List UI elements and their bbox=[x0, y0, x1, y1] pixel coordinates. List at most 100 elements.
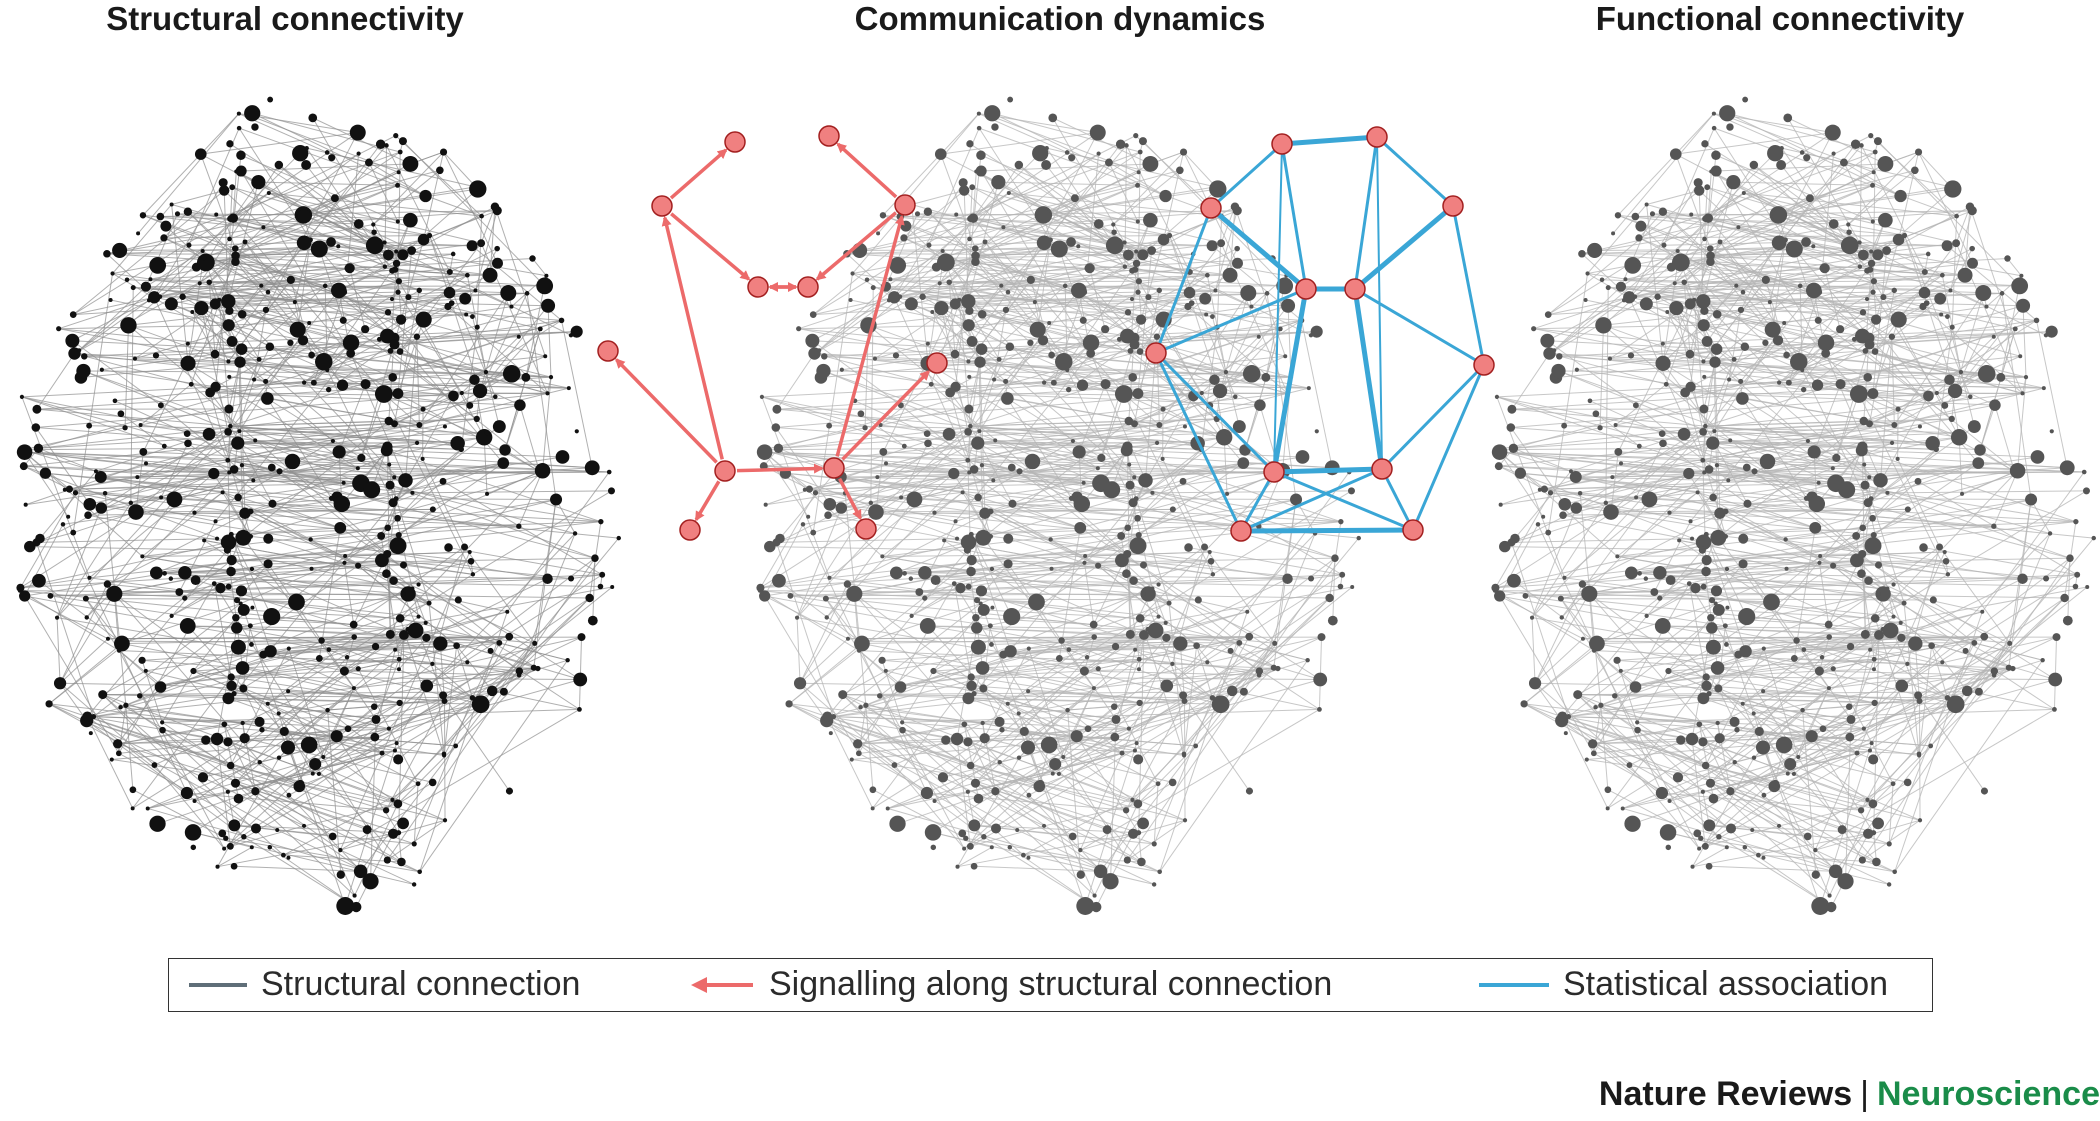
network-node bbox=[975, 343, 988, 355]
structural-edge bbox=[475, 290, 512, 308]
structural-edge bbox=[215, 339, 304, 388]
network-node bbox=[384, 416, 394, 426]
structural-edge bbox=[1824, 267, 1895, 291]
structural-edge bbox=[1139, 658, 1260, 672]
network-node bbox=[1785, 379, 1792, 386]
network-node bbox=[1115, 139, 1126, 149]
structural-edge bbox=[118, 650, 162, 686]
network-node bbox=[362, 825, 372, 835]
network-node bbox=[1710, 661, 1725, 675]
structural-edge bbox=[102, 691, 504, 696]
network-node bbox=[423, 620, 428, 625]
network-node bbox=[1891, 422, 1898, 429]
network-node bbox=[585, 593, 594, 603]
structural-edge bbox=[1657, 262, 1973, 298]
network-node bbox=[130, 806, 135, 811]
structural-edge bbox=[760, 578, 911, 589]
network-node bbox=[1967, 206, 1977, 216]
structural-edge bbox=[1511, 542, 1569, 717]
structural-edge bbox=[968, 300, 1142, 321]
network-node bbox=[948, 467, 960, 480]
network-node bbox=[1105, 158, 1113, 167]
network-node bbox=[1276, 277, 1294, 295]
structural-edge bbox=[968, 300, 1044, 341]
network-node bbox=[249, 566, 255, 572]
network-node bbox=[344, 655, 350, 660]
network-node bbox=[395, 182, 400, 188]
network-node bbox=[1089, 620, 1098, 629]
network-node bbox=[974, 493, 982, 502]
network-node bbox=[502, 365, 521, 383]
structural-edge bbox=[1715, 534, 1874, 605]
network-node bbox=[1632, 402, 1639, 409]
network-node bbox=[570, 325, 583, 338]
structural-edge bbox=[241, 464, 362, 484]
network-node bbox=[515, 667, 524, 675]
network-node bbox=[1892, 869, 1897, 875]
structural-edge bbox=[1189, 248, 1238, 273]
structural-edge bbox=[1901, 578, 2023, 639]
network-node bbox=[1568, 469, 1573, 474]
network-node bbox=[1006, 190, 1011, 195]
network-node bbox=[407, 622, 424, 639]
structural-edge bbox=[1607, 737, 1720, 809]
network-node bbox=[908, 576, 914, 581]
structural-edge bbox=[184, 572, 548, 580]
network-node bbox=[1991, 523, 1997, 529]
structural-edge bbox=[882, 636, 1250, 661]
network-node bbox=[226, 336, 238, 347]
network-node bbox=[1206, 240, 1218, 252]
network-node bbox=[398, 473, 413, 488]
structural-edge bbox=[1778, 186, 1951, 216]
network-node bbox=[344, 265, 351, 272]
structural-edge bbox=[80, 362, 240, 378]
network-node bbox=[1129, 267, 1136, 274]
network-node bbox=[1671, 253, 1690, 272]
structural-edge bbox=[911, 585, 959, 617]
network-node bbox=[1003, 378, 1009, 384]
structural-edge bbox=[1511, 470, 1572, 543]
network-node bbox=[1605, 806, 1610, 811]
network-node bbox=[961, 294, 976, 309]
network-node bbox=[607, 487, 615, 495]
network-node bbox=[226, 842, 234, 850]
network-node bbox=[968, 819, 981, 832]
network-node bbox=[1791, 771, 1796, 776]
network-node bbox=[1157, 869, 1162, 875]
network-node bbox=[1026, 855, 1031, 860]
network-node bbox=[1726, 123, 1734, 131]
network-node bbox=[384, 524, 392, 532]
network-node bbox=[1153, 333, 1161, 340]
structural-edge bbox=[776, 470, 837, 543]
network-node bbox=[363, 481, 381, 499]
network-node bbox=[241, 834, 247, 840]
structural-edge bbox=[762, 446, 1128, 451]
network-node bbox=[1137, 857, 1146, 867]
network-node bbox=[1070, 194, 1079, 203]
structural-edge bbox=[561, 320, 593, 468]
structural-edge bbox=[303, 186, 476, 216]
network-node bbox=[1738, 559, 1748, 569]
network-node bbox=[1618, 668, 1623, 673]
network-node bbox=[1886, 882, 1892, 887]
network-node bbox=[1611, 231, 1616, 236]
structural-edge bbox=[240, 154, 399, 222]
structural-edge bbox=[399, 298, 466, 352]
structural-edge bbox=[825, 598, 860, 642]
structural-edge bbox=[1730, 439, 1937, 450]
network-node bbox=[1870, 614, 1880, 623]
network-node bbox=[1156, 287, 1162, 294]
network-node bbox=[231, 257, 240, 267]
network-node bbox=[470, 572, 476, 577]
network-node bbox=[793, 677, 807, 690]
structural-edge bbox=[547, 305, 552, 378]
network-node bbox=[967, 470, 972, 475]
network-node bbox=[1738, 533, 1749, 544]
structural-edge bbox=[1779, 382, 2044, 389]
network-node bbox=[1882, 246, 1892, 255]
structural-edge bbox=[73, 511, 137, 534]
structural-edge bbox=[386, 449, 602, 523]
structural-edge bbox=[970, 425, 1198, 444]
structural-edge bbox=[1848, 223, 1905, 236]
structural-edge bbox=[990, 535, 1212, 562]
